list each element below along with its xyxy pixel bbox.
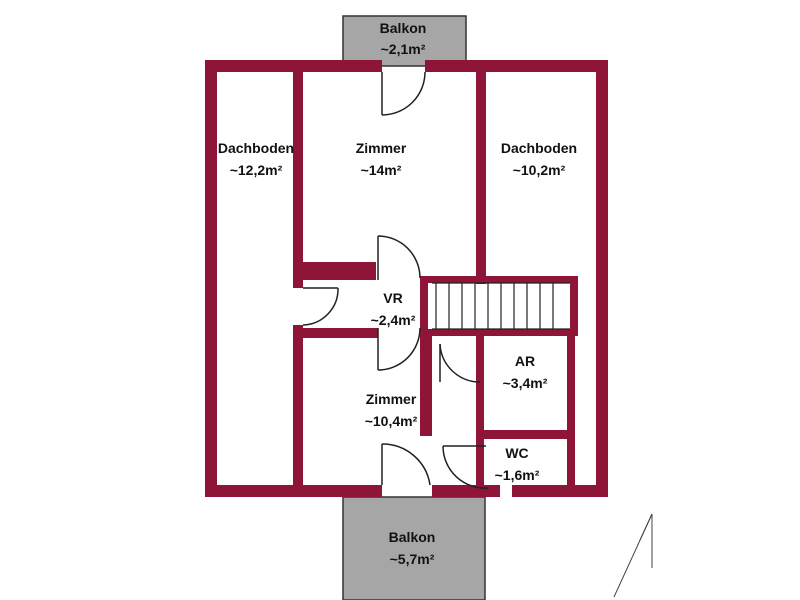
stairs [432,282,570,330]
balkon-bottom-name: Balkon [389,529,436,545]
door-vr-upper [377,235,421,280]
zimmer-bottom-name: Zimmer [366,391,417,407]
door-balkon-top [381,71,426,116]
wall-ar-wc-divider [476,430,575,439]
wall-bottom-mid [432,485,500,497]
wall-stair-bottom [420,329,578,336]
dachboden-right-area: ~10,2m² [513,162,566,178]
door-dachboden-left [302,287,339,326]
ar-area: ~3,4m² [503,375,548,391]
wall-door-post-vr [420,276,428,336]
zimmer-top-area: ~14m² [361,162,402,178]
dachboden-left-name: Dachboden [218,140,294,156]
wall-inner-left-lower [293,325,303,490]
wc-name: WC [505,445,528,461]
vr-area: ~2,4m² [371,312,416,328]
dachboden-left-area: ~12,2m² [230,162,283,178]
doors [302,71,489,489]
wall-top-left [205,60,382,72]
wall-bottom-right [512,485,608,497]
wall-inner-left-upper [293,70,303,288]
balcony-top [342,15,467,67]
vr-name: VR [383,290,402,306]
wc-area: ~1,6m² [495,467,540,483]
zimmer-top-name: Zimmer [356,140,407,156]
balkon-top-area: ~2,1m² [381,41,426,57]
balconies [342,15,486,600]
wall-top-right [425,60,608,72]
wall-outer-right [596,60,608,497]
door-balkon-bottom [381,443,431,486]
room-labels: Balkon ~2,1m² Dachboden ~12,2m² Zimmer ~… [218,20,577,567]
zimmer-bottom-area: ~10,4m² [365,413,418,429]
wall-inner-right [476,70,486,284]
wall-stair-right [570,276,578,334]
door-vr-lower [377,327,421,371]
wall-outer-left [205,60,217,497]
wall-stair-top [420,276,578,283]
wall-ar-right [567,332,575,490]
door-wc [442,445,489,489]
balkon-top-name: Balkon [380,20,427,36]
wall-ar-left [476,332,484,490]
balkon-bottom-area: ~5,7m² [390,551,435,567]
wall-zimmer-bottom-top [296,328,378,338]
balcony-bottom [342,496,486,600]
wall-zimmer-top-bottom [296,262,376,280]
ar-name: AR [515,353,535,369]
dachboden-right-name: Dachboden [501,140,577,156]
wall-door-post-zimmer-bottom [420,336,432,436]
wall-bottom-left [205,485,382,497]
north-arrow-icon [613,513,653,598]
door-ar [439,343,481,383]
walls [205,60,608,497]
